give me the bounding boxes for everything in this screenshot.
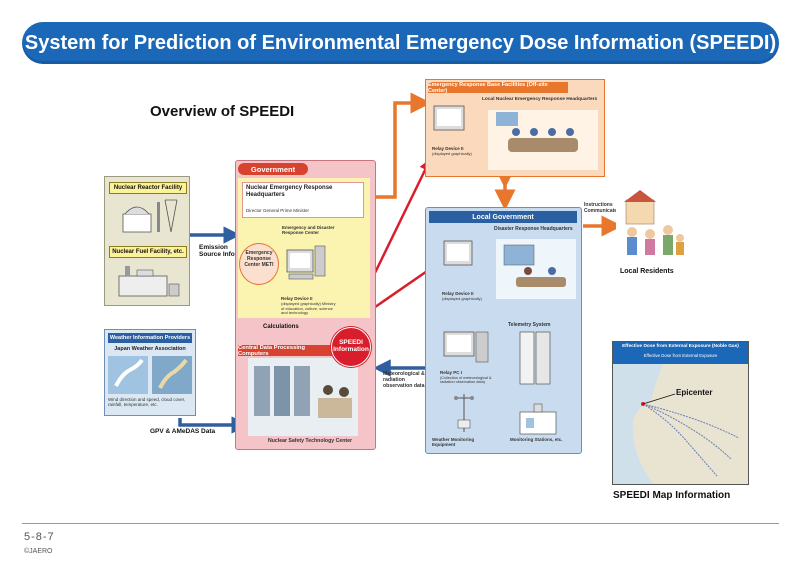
offsite-room-icon: [433, 105, 598, 170]
instructions-label: Instructions Communicated: [584, 202, 621, 214]
relay-pc-label: Relay PC I: [440, 370, 463, 375]
offsite-relay-label: Relay Device II: [432, 146, 464, 151]
local-gov-room-icon: [443, 239, 576, 299]
weather-map-icon: [108, 356, 192, 394]
local-gov-title: Local Government: [429, 211, 577, 223]
overview-heading: Overview of SPEEDI: [150, 103, 295, 120]
weather-equipment-label: Weather Monitoring Equipment: [432, 437, 475, 448]
fuel-facility-icon: [118, 266, 180, 297]
map-title-2: Effective Dose from External Exposure: [643, 353, 718, 358]
copyright: ©JAERO: [24, 548, 53, 555]
weather-title: Weather Information Providers: [108, 333, 192, 343]
data-center-icon: [248, 358, 358, 436]
hq-label: Nuclear Emergency Response Headquarters: [246, 185, 333, 198]
local-relay-sub: (displayed graphically): [442, 296, 482, 301]
residents-icon: [616, 190, 688, 262]
met-data-label: Meteorological & radiation observation d…: [383, 371, 425, 389]
epicenter-label: Epicenter: [676, 388, 713, 397]
hq-box: [242, 182, 364, 218]
edrc-label: Emergency and Disaster Response Center: [282, 225, 335, 236]
gpv-arrow: [178, 416, 249, 434]
footer-divider: [22, 523, 779, 524]
telemetry-label: Telemetry System: [508, 322, 551, 328]
map-title-1: Effective Dose from External Exposure (N…: [622, 344, 739, 349]
fuel-facility-label: Nuclear Fuel Facility, etc.: [109, 246, 187, 258]
residents-label: Local Residents: [620, 268, 674, 275]
gov-relay-label: Relay Device II: [281, 296, 313, 301]
calculations-label: Calculations: [263, 324, 299, 330]
monitoring-label: Monitoring Stations, etc.: [510, 437, 563, 442]
map-caption: SPEEDI Map Information: [613, 490, 731, 501]
local-relay-label: Relay Device II: [442, 291, 474, 296]
offsite-relay-sub: (displayed graphically): [432, 151, 472, 156]
central-title: Central Data Processing Computers: [238, 345, 336, 357]
telemetry-server-icon: [519, 331, 551, 385]
drh-label: Disaster Response Headquarters: [494, 226, 573, 232]
gov-computer-icon: [286, 245, 326, 280]
emission-source-label: Emission Source Info: [199, 244, 235, 259]
monitoring-station-icon: [519, 403, 557, 435]
erc-circle: [239, 243, 279, 285]
reactor-building-icon: [122, 199, 178, 233]
dose-map-icon: [613, 364, 748, 484]
relay-pc-icon: [443, 331, 489, 363]
weather-equipment-icon: [454, 394, 474, 432]
government-title: Government: [238, 163, 308, 175]
map-title-band: [613, 342, 748, 364]
page-title: System for Prediction of Environmental E…: [22, 22, 779, 64]
hq-sub: Director General Prime Minister: [246, 208, 310, 213]
gov-offsite-arrow: [376, 92, 432, 199]
gov-relay-sub: (displayed graphically) Ministry of educ…: [281, 301, 336, 316]
page-number: 5-8-7: [24, 531, 55, 543]
nstc-label: Nuclear Safety Technology Center: [267, 438, 353, 444]
weather-org: Japan Weather Association: [114, 346, 186, 352]
offsite-sub: Local Nuclear Emergency Response Headqua…: [482, 97, 598, 102]
erc-label: Emergency Response Center METI: [244, 250, 274, 268]
relay-pc-sub: (Collection of meteorological & radiatio…: [440, 376, 492, 385]
weather-desc: Wind direction and speed, cloud cover, r…: [108, 397, 186, 408]
reactor-label: Nuclear Reactor Facility: [109, 182, 187, 194]
speedi-badge-label: SPEEDI Information: [333, 339, 369, 354]
speedi-badge: [331, 327, 371, 367]
gpv-label: GPV & AMeDAS Data: [150, 428, 216, 435]
offsite-title: Emergency Response Base Facilities (Off-…: [428, 82, 568, 94]
